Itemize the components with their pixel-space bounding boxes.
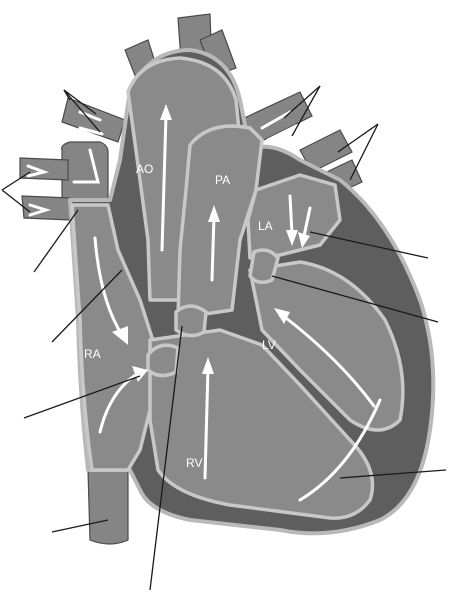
mitral-valve bbox=[250, 250, 278, 282]
leader-line bbox=[350, 124, 378, 180]
label-la: LA bbox=[258, 219, 273, 233]
leader-line bbox=[2, 172, 30, 190]
label-pa: PA bbox=[215, 173, 230, 187]
tricuspid-valve bbox=[148, 345, 178, 375]
pulmonary-valve bbox=[176, 306, 206, 336]
label-ao: AO bbox=[136, 162, 153, 176]
label-lv: LV bbox=[262, 338, 276, 352]
label-ra: RA bbox=[84, 347, 101, 361]
label-rv: RV bbox=[186, 456, 202, 470]
pulmonary-arteries-left bbox=[62, 98, 125, 142]
